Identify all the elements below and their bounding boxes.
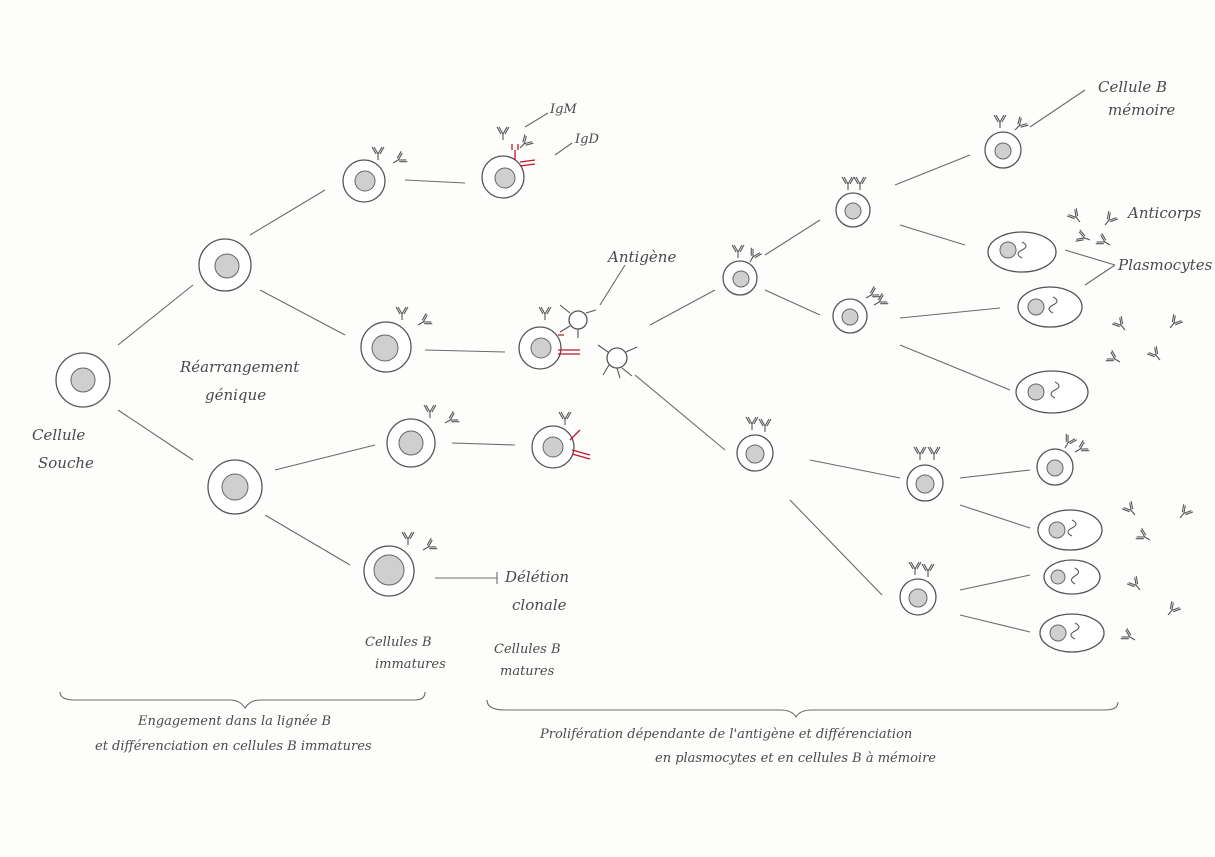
mature-b-cell-3 <box>531 411 591 469</box>
dividing-b-cell-2 <box>832 285 889 334</box>
plasmocyte-3 <box>1015 370 1089 414</box>
progenitor-cell-top <box>198 238 252 292</box>
clonal-deletion-label-line1: Délétion <box>504 568 569 586</box>
dividing-b-cell-1 <box>835 176 871 228</box>
igd-label: IgD <box>574 132 599 147</box>
activated-b-cell-1 <box>722 244 763 296</box>
rearrangement-label-line2: génique <box>205 386 266 404</box>
immature-b-label-line2: immatures <box>375 657 446 672</box>
cells <box>55 114 1105 653</box>
rearrangement-label-line1: Réarrangement <box>179 358 300 376</box>
mature-b-cell-2 <box>518 306 580 370</box>
stem-cell-label-line1: Cellule <box>32 426 85 444</box>
memory-b-label-line1: Cellule B <box>1098 78 1167 96</box>
dividing-b-cell-4 <box>899 561 937 616</box>
caption-left-line2: et différenciation en cellules B immatur… <box>95 739 372 754</box>
plasmocyte-2 <box>1017 286 1083 328</box>
plasmocyte-5 <box>1043 559 1101 595</box>
activated-b-cell-2 <box>736 416 774 472</box>
memory-b-cell-1 <box>984 114 1029 169</box>
memory-b-cell-2 <box>1036 433 1090 486</box>
caption-right-line2: en plasmocytes et en cellules B à mémoir… <box>655 751 936 766</box>
caption-left-line1: Engagement dans la lignée B <box>137 714 331 729</box>
immature-b-cell-3 <box>386 404 460 468</box>
progenitor-cell-bottom <box>207 459 263 515</box>
stem-cell-label-line2: Souche <box>38 454 94 472</box>
mature-b-cell-1 <box>481 126 536 199</box>
mature-b-label-line1: Cellules B <box>494 642 561 657</box>
antigen-label: Antigène <box>606 248 676 266</box>
immature-b-cell-2 <box>360 306 433 373</box>
mature-b-label-line2: matures <box>500 664 555 679</box>
memory-b-label-line2: mémoire <box>1108 101 1175 119</box>
immature-b-cell-4 <box>363 531 438 597</box>
immature-b-label-line1: Cellules B <box>365 635 432 650</box>
antigen-molecules <box>559 304 638 379</box>
plasmocyte-4 <box>1037 509 1103 551</box>
stem-cell <box>55 352 111 408</box>
connector-lines <box>117 89 1116 633</box>
brace-right <box>486 699 1119 719</box>
brace-left <box>59 691 426 710</box>
plasmocyte-1 <box>987 231 1057 273</box>
igm-label: IgM <box>549 102 577 117</box>
caption-right-line1: Prolifération dépendante de l'antigène e… <box>539 727 912 742</box>
antibodies-label: Anticorps <box>1126 204 1202 222</box>
plasmocyte-6 <box>1039 613 1105 653</box>
plasmocytes-label: Plasmocytes <box>1117 256 1213 274</box>
clonal-deletion-label-line2: clonale <box>512 596 567 614</box>
immature-b-cell-1 <box>342 146 408 203</box>
dividing-b-cell-3 <box>906 446 944 502</box>
